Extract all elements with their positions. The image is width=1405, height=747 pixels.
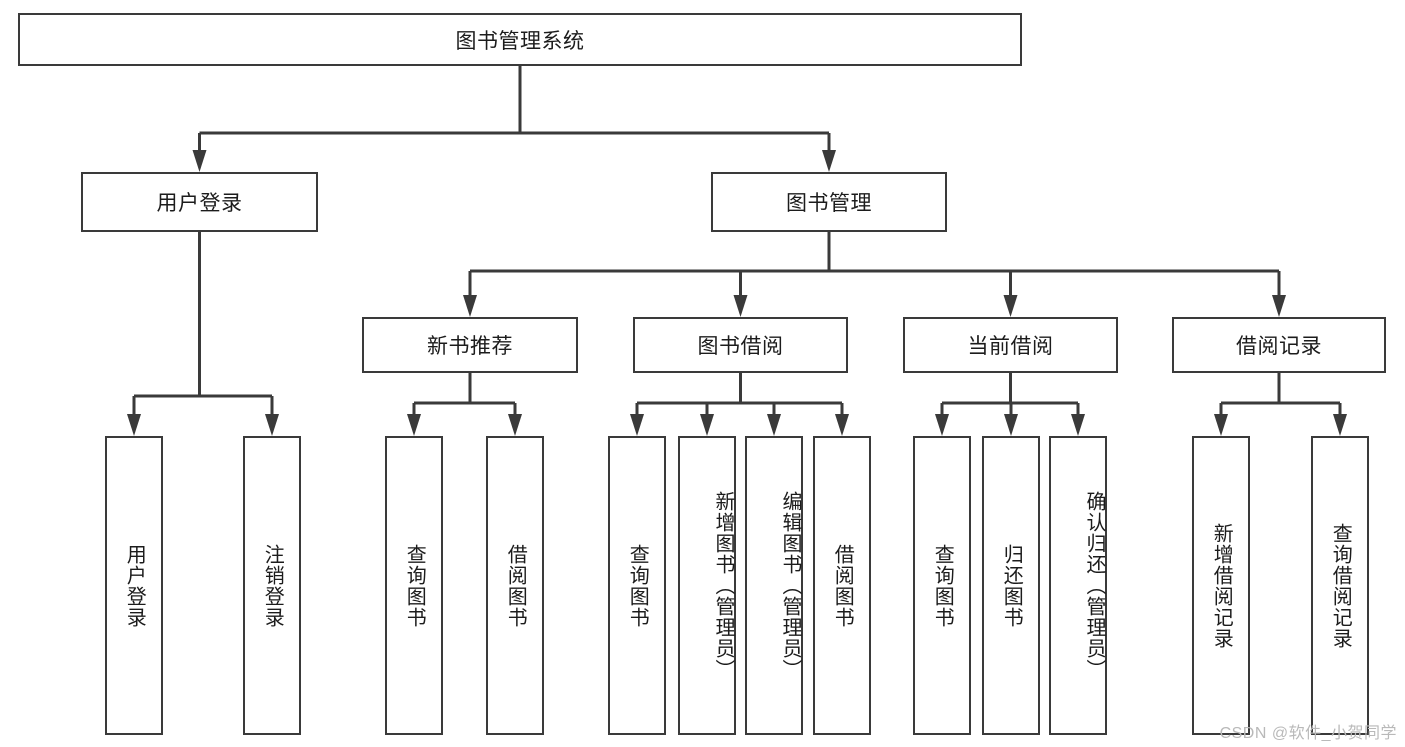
node-label: 新书推荐	[427, 335, 513, 358]
node-leaf-add-borrow-record: 新增借阅记录	[1192, 436, 1250, 735]
arrowhead-icon	[1272, 295, 1286, 317]
node-leaf-borrow-book: 借阅图书	[813, 436, 871, 735]
arrowhead-icon	[407, 414, 421, 436]
node-label: 查询图书	[403, 543, 426, 628]
arrowhead-icon	[935, 414, 949, 436]
node-label: 用户登录	[123, 543, 146, 628]
node-label: 注销登录	[261, 543, 284, 628]
arrowhead-icon	[822, 150, 836, 172]
node-borrow-records: 借阅记录	[1172, 317, 1386, 373]
node-book-borrow: 图书借阅	[633, 317, 848, 373]
node-label: 用户登录	[156, 192, 243, 215]
node-leaf-edit-book-admin: 编辑图书（管理员）	[745, 436, 803, 735]
arrowhead-icon	[463, 295, 477, 317]
node-label: 编辑图书（管理员）	[779, 491, 801, 680]
arrowhead-icon	[630, 414, 644, 436]
arrowhead-icon	[1214, 414, 1228, 436]
arrowhead-icon	[508, 414, 522, 436]
node-user-login: 用户登录	[81, 172, 318, 232]
node-label: 借阅图书	[831, 543, 854, 628]
node-label: 图书借阅	[697, 335, 784, 358]
node-leaf-user-logout: 注销登录	[243, 436, 301, 735]
node-label: 新增借阅记录	[1210, 522, 1233, 649]
node-root: 图书管理系统	[18, 13, 1022, 66]
node-label: 当前借阅	[967, 335, 1054, 358]
node-leaf-confirm-return-admin: 确认归还（管理员）	[1049, 436, 1107, 735]
arrowhead-icon	[1071, 414, 1085, 436]
node-label: 确认归还（管理员）	[1083, 491, 1105, 680]
arrowhead-icon	[700, 414, 714, 436]
node-leaf-query-book-borrow: 查询图书	[608, 436, 666, 735]
arrowhead-icon	[835, 414, 849, 436]
node-book-manage: 图书管理	[711, 172, 947, 232]
node-label: 归还图书	[1000, 543, 1023, 628]
node-label: 新增图书（管理员）	[712, 491, 734, 680]
arrowhead-icon	[1003, 295, 1018, 317]
node-leaf-add-book-admin: 新增图书（管理员）	[678, 436, 736, 735]
node-label: 查询图书	[931, 543, 954, 628]
arrowhead-icon	[1333, 414, 1347, 436]
arrowhead-icon	[733, 295, 748, 317]
node-label: 借阅记录	[1236, 335, 1322, 358]
node-label: 查询借阅记录	[1329, 522, 1352, 649]
node-leaf-query-book-current: 查询图书	[913, 436, 971, 735]
node-leaf-borrow-book-rec: 借阅图书	[486, 436, 544, 735]
node-label: 图书管理	[786, 192, 872, 215]
node-label: 借阅图书	[504, 543, 527, 628]
arrowhead-icon	[1004, 414, 1018, 436]
arrowhead-icon	[127, 414, 141, 436]
node-leaf-query-book-rec: 查询图书	[385, 436, 443, 735]
node-label: 图书管理系统	[455, 29, 585, 53]
node-current-borrow: 当前借阅	[903, 317, 1118, 373]
node-leaf-user-login: 用户登录	[105, 436, 163, 735]
arrowhead-icon	[265, 414, 279, 436]
node-new-book-recommend: 新书推荐	[362, 317, 578, 373]
node-leaf-query-borrow-record: 查询借阅记录	[1311, 436, 1369, 735]
watermark: CSDN @软件_小贺同学	[1219, 725, 1397, 742]
node-label: 查询图书	[626, 543, 649, 628]
arrowhead-icon	[767, 414, 781, 436]
arrowhead-icon	[192, 150, 207, 172]
node-leaf-return-book: 归还图书	[982, 436, 1040, 735]
